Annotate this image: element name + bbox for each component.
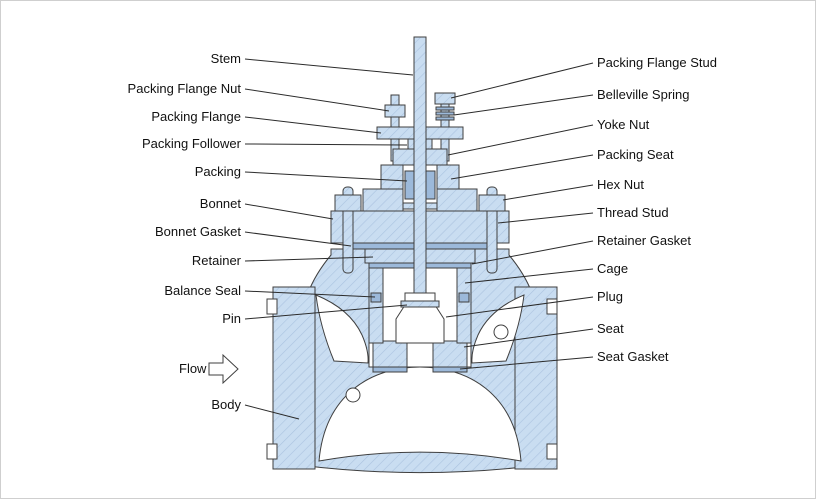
label-belleville-spring: Belleville Spring	[597, 87, 690, 102]
leader-packing-seat	[450, 154, 594, 180]
stem-part	[413, 36, 427, 304]
hex-nut-part	[478, 194, 506, 212]
core-hole	[345, 387, 361, 403]
leader-yoke-nut	[447, 124, 594, 156]
packing-flange-nut-part	[384, 104, 406, 118]
flange-slot	[266, 443, 278, 460]
label-pin: Pin	[222, 311, 241, 326]
lower-gallery	[318, 366, 522, 462]
label-seat-gasket: Seat Gasket	[597, 349, 669, 364]
inlet-flange-part	[272, 286, 316, 470]
leader-packing-flange	[244, 116, 382, 134]
leader-pin	[244, 304, 408, 320]
leader-packing-flange-nut	[244, 88, 390, 112]
leader-packing-flange-stud	[450, 62, 594, 99]
label-seat: Seat	[597, 321, 624, 336]
core-hole	[493, 324, 509, 340]
label-retainer: Retainer	[191, 253, 241, 268]
label-hex-nut: Hex Nut	[597, 177, 644, 192]
flange-slot	[266, 298, 278, 315]
leader-seat	[463, 328, 594, 348]
leader-plug	[445, 296, 594, 318]
balance-seal-part	[458, 292, 470, 303]
label-stem: Stem	[210, 51, 241, 66]
flow-arrow	[208, 353, 239, 385]
leader-body	[244, 404, 300, 420]
leader-cage	[464, 268, 594, 284]
cage-part	[368, 267, 384, 344]
label-packing-flange: Packing Flange	[151, 109, 241, 124]
seat-gasket-part	[372, 366, 408, 373]
leader-packing-follower	[244, 143, 408, 146]
label-packing-flange-nut: Packing Flange Nut	[127, 81, 241, 96]
leader-seat-gasket	[459, 356, 594, 370]
label-yoke-nut: Yoke Nut	[597, 117, 650, 132]
balance-seal-part	[370, 292, 382, 303]
packing-flange-nut-part	[434, 92, 456, 105]
belleville-spring-part	[435, 111, 455, 116]
seat-part	[372, 340, 408, 368]
label-body: Body	[211, 397, 241, 412]
flange-slot	[546, 443, 558, 460]
flange-slot	[546, 298, 558, 315]
leader-thread-stud	[497, 212, 594, 224]
belleville-spring-part	[435, 116, 455, 121]
outlet-flange-part	[514, 286, 558, 470]
label-thread-stud: Thread Stud	[597, 205, 669, 220]
leader-balance-seal	[244, 290, 376, 298]
label-bonnet: Bonnet	[199, 196, 241, 211]
label-balance-seal: Balance Seal	[164, 283, 241, 298]
label-packing-follower: Packing Follower	[142, 136, 241, 151]
label-bonnet-gasket: Bonnet Gasket	[155, 224, 241, 239]
hex-nut-part	[334, 194, 362, 212]
leader-packing	[244, 171, 408, 182]
cage-part	[456, 267, 472, 344]
label-cage: Cage	[597, 261, 629, 276]
leader-stem	[244, 58, 414, 76]
seat-part	[432, 340, 468, 368]
leader-hex-nut	[502, 184, 594, 201]
label-packing-seat: Packing Seat	[597, 147, 674, 162]
belleville-spring-part	[435, 106, 455, 111]
leader-bonnet	[244, 203, 334, 220]
leader-belleville-spring	[453, 94, 594, 116]
flow-label: Flow	[179, 361, 207, 376]
seat-gasket-part	[432, 366, 468, 373]
label-plug: Plug	[597, 289, 624, 304]
label-packing: Packing	[194, 164, 241, 179]
leader-retainer	[244, 256, 374, 262]
leader-retainer-gasket	[471, 240, 594, 265]
label-packing-flange-stud: Packing Flange Stud	[597, 55, 717, 70]
leader-bonnet-gasket	[244, 231, 352, 247]
pin-part	[400, 300, 440, 308]
label-retainer-gasket: Retainer Gasket	[597, 233, 691, 248]
